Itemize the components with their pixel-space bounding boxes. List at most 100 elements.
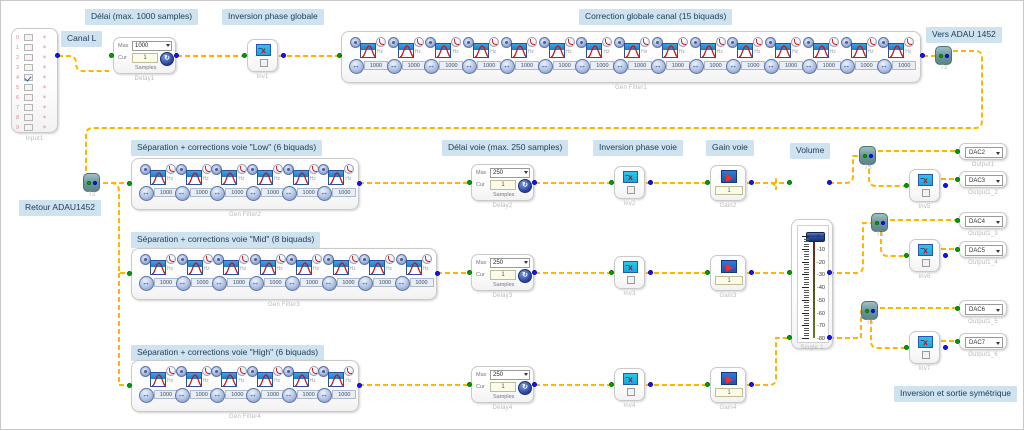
biquad-cell[interactable]: Hz1000 (394, 254, 435, 294)
input-row-checkbox[interactable] (24, 54, 33, 61)
delay1-output-pin[interactable] (174, 53, 179, 58)
biquad-type-dial-icon[interactable] (247, 366, 258, 377)
biquad-cell[interactable]: Hz1000 (839, 37, 880, 77)
output1-3-select[interactable]: DAC4 (965, 216, 1003, 227)
biquad-q-knob-icon[interactable] (715, 37, 726, 47)
input-output-pin[interactable] (55, 53, 60, 58)
biquad-type-dial-icon[interactable] (576, 37, 588, 48)
gain4-block[interactable]: 1 Gain4 (710, 367, 746, 411)
biquad-q-knob-icon[interactable] (866, 37, 877, 47)
delay4-cur-value[interactable]: 1 (490, 382, 516, 392)
biquad-cell[interactable]: Hz1000 (139, 366, 179, 406)
biquad-type-dial-icon[interactable] (651, 37, 663, 48)
input-row[interactable]: 4✶ (15, 73, 56, 82)
biquad-freq-value[interactable]: 1000 (300, 278, 324, 287)
biquad-freq-dial-icon[interactable] (688, 59, 704, 74)
biquad-cell[interactable]: Hz1000 (877, 37, 917, 77)
output1-4-block[interactable]: DAC5 Output1_4 (959, 241, 1007, 266)
biquad-cell[interactable]: Hz1000 (537, 37, 578, 77)
biquad-type-dial-icon[interactable] (140, 254, 151, 265)
biquad-cell[interactable]: Hz1000 (613, 37, 653, 77)
biquad-cell[interactable]: Hz1000 (349, 37, 389, 77)
delay4-block[interactable]: Max 250 Cur 1 ↻ Samples Delay4 (471, 366, 534, 411)
output1-4-input-pin[interactable] (955, 247, 960, 252)
biquad-cell[interactable]: Hz1000 (174, 164, 215, 204)
biquad-q-knob-icon[interactable] (791, 37, 802, 47)
input-row-checkbox[interactable] (24, 64, 33, 71)
biquad-freq-dial-icon[interactable] (246, 186, 261, 201)
inv5-block[interactable]: x Inv5 (909, 169, 940, 210)
biquad-cell[interactable]: Hz1000 (321, 254, 362, 294)
biquad-freq-dial-icon[interactable] (424, 59, 440, 74)
biquad-freq-value[interactable]: 1000 (409, 278, 434, 287)
biquad-cell[interactable]: Hz1000 (281, 366, 322, 406)
biquad-q-knob-icon[interactable] (640, 37, 651, 47)
biquad-cell[interactable]: Hz1000 (650, 37, 691, 77)
delay4-input-pin[interactable] (467, 382, 472, 387)
inv4-block[interactable]: x Inv4 (614, 368, 645, 409)
gen-filter4-output-pin[interactable] (357, 383, 362, 388)
biquad-q-knob-icon[interactable] (828, 37, 839, 47)
inv7-input-pin[interactable] (904, 345, 909, 350)
biquad-freq-dial-icon[interactable] (613, 59, 629, 74)
biquad-cell[interactable]: Hz1000 (139, 254, 179, 294)
biquad-freq-value[interactable]: 1000 (477, 61, 502, 70)
biquad-cell[interactable]: Hz1000 (575, 37, 615, 77)
biquad-type-dial-icon[interactable] (249, 254, 261, 265)
delay2-input-pin[interactable] (467, 180, 472, 185)
output1-6-input-pin[interactable] (955, 339, 960, 344)
biquad-cell[interactable]: Hz1000 (246, 366, 286, 406)
biquad-type-dial-icon[interactable] (175, 164, 187, 175)
gen-filter1-block[interactable]: Gen Filter1 Hz1000Hz1000Hz1000Hz1000Hz10… (341, 31, 921, 91)
biquad-cell[interactable]: Hz1000 (285, 254, 325, 294)
t3-out-pin[interactable] (869, 154, 873, 158)
biquad-type-dial-icon[interactable] (322, 254, 334, 265)
biquad-type-dial-icon[interactable] (878, 37, 890, 48)
biquad-q-knob-icon[interactable] (239, 254, 249, 264)
biquad-freq-dial-icon[interactable] (877, 59, 893, 74)
inv6-block[interactable]: x Inv6 (909, 239, 940, 280)
inv4-input-pin[interactable] (609, 382, 614, 387)
t5-out-pin[interactable] (871, 309, 875, 313)
volume-output-pin-3[interactable] (827, 335, 832, 340)
input-row[interactable]: 0✶ (15, 33, 56, 42)
input-row-pin-icon[interactable]: ✶ (42, 54, 48, 61)
biquad-q-knob-icon[interactable] (201, 366, 212, 376)
inv2-block[interactable]: x Inv2 (614, 166, 645, 207)
biquad-cell[interactable]: Hz1000 (248, 254, 289, 294)
biquad-freq-dial-icon[interactable] (726, 59, 742, 74)
inv3-block[interactable]: x Inv3 (614, 256, 645, 297)
biquad-cell[interactable]: Hz1000 (281, 164, 322, 204)
input-row-checkbox[interactable] (24, 114, 33, 121)
gen-filter3-output-pin[interactable] (435, 271, 440, 276)
biquad-freq-dial-icon[interactable] (349, 59, 364, 74)
gen-filter3-block[interactable]: Gen Filter3 Hz1000Hz1000Hz1000Hz1000Hz10… (131, 248, 437, 308)
output1-input-pin[interactable] (955, 149, 960, 154)
biquad-freq-dial-icon[interactable] (212, 276, 227, 291)
biquad-type-dial-icon[interactable] (140, 164, 151, 175)
gain2-output-pin[interactable] (749, 180, 754, 185)
biquad-freq-value[interactable]: 1000 (892, 61, 917, 70)
input-row-pin-icon[interactable]: ✶ (42, 44, 48, 51)
biquad-q-knob-icon[interactable] (904, 37, 915, 47)
biquad-freq-value[interactable]: 1000 (514, 61, 539, 70)
output1-2-block[interactable]: DAC3 Output1_2 (959, 171, 1007, 196)
biquad-freq-value[interactable]: 1000 (703, 61, 728, 70)
inv4-output-pin[interactable] (648, 382, 653, 387)
biquad-type-dial-icon[interactable] (425, 37, 437, 48)
biquad-cell[interactable]: Hz1000 (386, 37, 427, 77)
gain2-input-pin[interactable] (705, 180, 710, 185)
biquad-cell[interactable]: Hz1000 (246, 164, 286, 204)
biquad-cell[interactable]: Hz1000 (358, 254, 398, 294)
t2-in-pin[interactable] (87, 181, 91, 185)
output1-2-input-pin[interactable] (955, 177, 960, 182)
biquad-freq-value[interactable]: 1000 (336, 278, 361, 287)
biquad-freq-value[interactable]: 1000 (552, 61, 577, 70)
biquad-freq-dial-icon[interactable] (246, 388, 261, 403)
biquad-freq-dial-icon[interactable] (358, 276, 373, 291)
biquad-freq-dial-icon[interactable] (139, 186, 154, 201)
input-row-pin-icon[interactable]: ✶ (42, 94, 48, 101)
biquad-freq-dial-icon[interactable] (499, 59, 515, 74)
biquad-freq-dial-icon[interactable] (764, 59, 780, 74)
input-row-pin-icon[interactable]: ✶ (42, 84, 48, 91)
